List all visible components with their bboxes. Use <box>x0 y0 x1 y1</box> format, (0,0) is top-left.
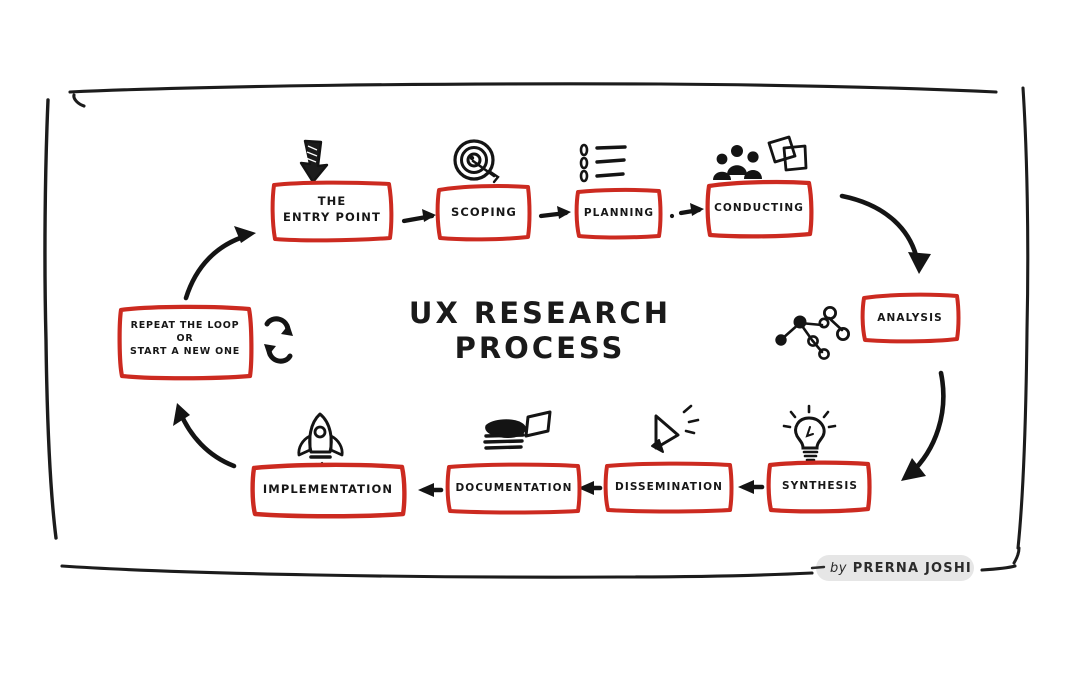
diagram-title: UX RESEARCH PROCESS <box>408 296 672 366</box>
node-box-implementation[interactable] <box>250 462 407 519</box>
node-box-scoping[interactable] <box>435 184 532 242</box>
node-box-entry-point[interactable] <box>270 180 394 243</box>
lightbulb-icon <box>782 404 837 462</box>
megaphone-icon <box>651 404 700 453</box>
node-box-planning[interactable] <box>574 187 663 240</box>
rocket-icon <box>297 412 344 472</box>
credit-by-label: by <box>830 561 847 576</box>
frame-edge-bottom <box>60 564 814 579</box>
frame-edge-bottom-right <box>980 564 1017 572</box>
target-icon <box>453 139 500 184</box>
arrow-repeat-to-entry <box>183 226 256 301</box>
node-box-analysis[interactable] <box>860 292 961 344</box>
credit-signature: by PRERNA JOSHI <box>830 561 972 576</box>
arrow-synthesis-to-dissemination <box>738 480 765 494</box>
node-box-dissemination[interactable] <box>603 461 734 514</box>
arrow-implementation-to-repeat <box>173 403 237 469</box>
arrow-scoping-to-planning <box>538 206 571 219</box>
down-arrow-icon <box>299 139 329 184</box>
node-box-repeat-loop[interactable] <box>117 304 254 381</box>
frame-edge-right <box>1016 86 1030 550</box>
frame-edge-left <box>43 98 58 540</box>
people-cards-icon <box>713 145 762 180</box>
frame-corner-bottom-right <box>1012 546 1021 565</box>
documents-icon <box>483 410 552 450</box>
node-boxes <box>117 179 961 519</box>
flow-connectors <box>173 193 946 497</box>
arrow-analysis-to-synthesis <box>901 370 946 481</box>
frame-edge-top <box>68 82 998 108</box>
checklist-icon <box>579 143 627 183</box>
credit-pill <box>816 555 974 581</box>
credit-dash <box>810 565 826 570</box>
node-box-conducting[interactable] <box>705 179 814 239</box>
arrow-entry-to-scoping <box>401 209 436 224</box>
cards-icon <box>767 135 808 172</box>
credit-author-name: PRERNA JOSHI <box>852 561 972 576</box>
node-box-synthesis[interactable] <box>766 460 872 514</box>
arrow-conducting-to-analysis <box>839 193 931 274</box>
hand-drawn-frame <box>43 82 1030 579</box>
arrow-documentation-to-implementation <box>418 483 444 497</box>
arrow-dissemination-to-documentation <box>578 481 603 495</box>
node-box-documentation[interactable] <box>445 462 582 515</box>
node-graph-icon <box>775 305 851 360</box>
arrow-planning-to-conducting <box>669 203 704 219</box>
loop-icon <box>264 316 293 364</box>
